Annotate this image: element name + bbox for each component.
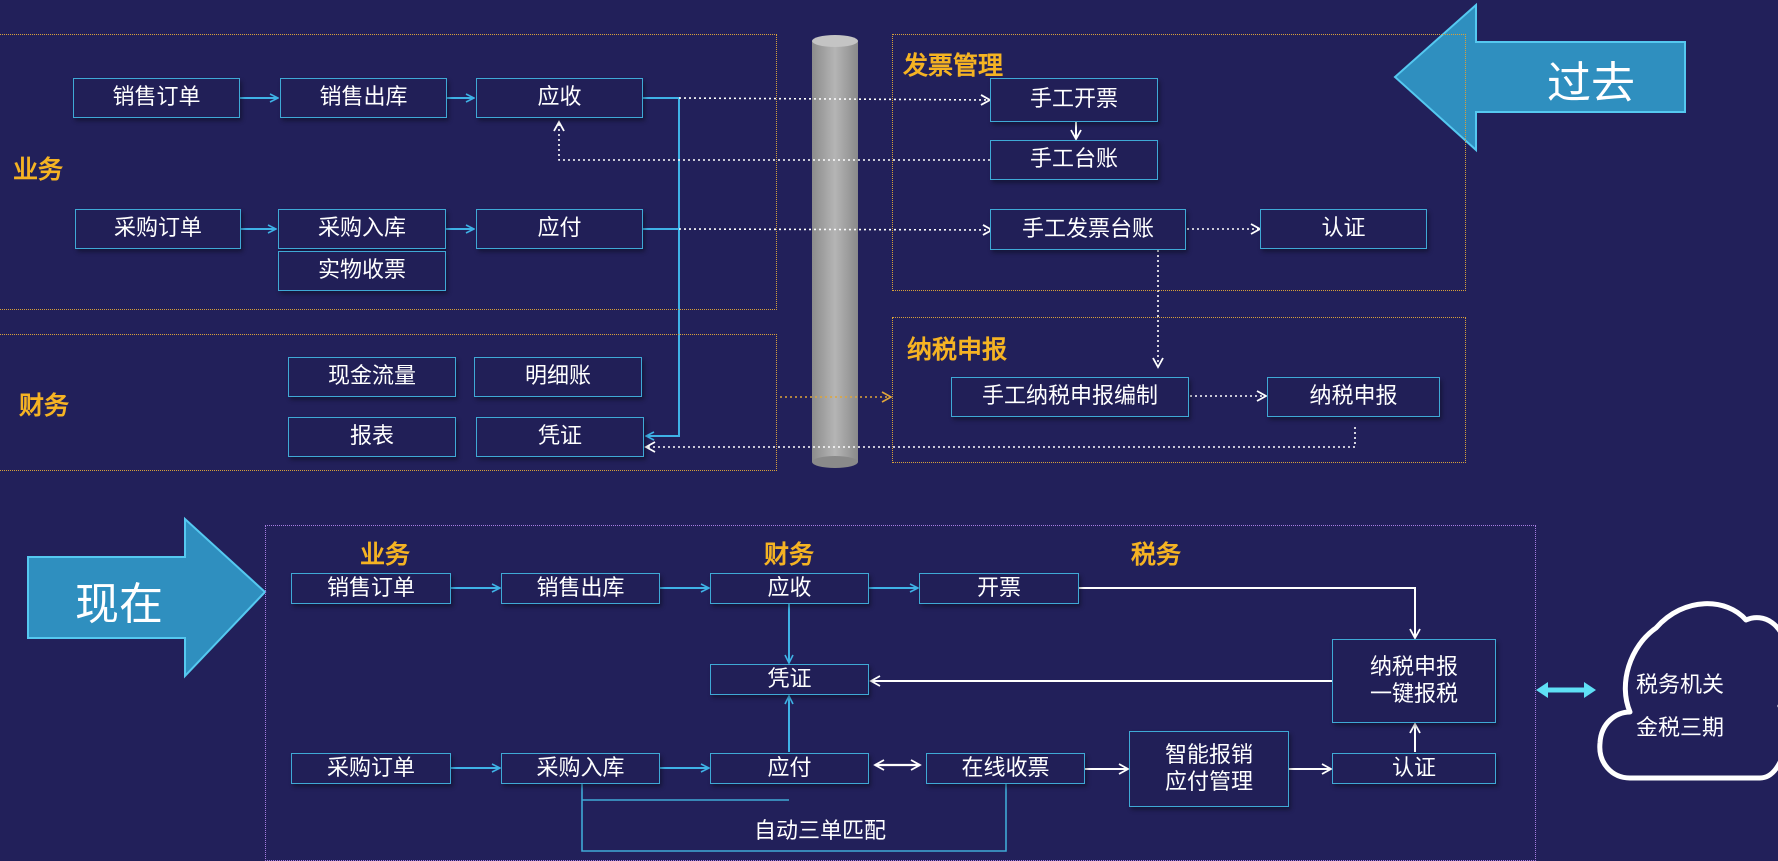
past-business-label: 业务 bbox=[13, 155, 64, 184]
now-smart-reimbursement-box: 智能报销 应付管理 bbox=[1129, 731, 1289, 807]
now-business-header: 业务 bbox=[360, 540, 411, 569]
now-smart-reimb-line2: 应付管理 bbox=[1164, 770, 1253, 795]
past-cash-flow-box: 现金流量 bbox=[288, 357, 456, 397]
now-online-invoice-box: 在线收票 bbox=[926, 753, 1085, 784]
past-manual-invoicing-box: 手工开票 bbox=[990, 78, 1158, 122]
past-invoice-region bbox=[892, 34, 1466, 291]
past-report-box: 报表 bbox=[288, 417, 456, 457]
now-receivable-box: 应收 bbox=[710, 573, 869, 604]
now-smart-reimb-line1: 智能报销 bbox=[1164, 742, 1253, 768]
now-tax-filing-box: 纳税申报 一键报税 bbox=[1332, 639, 1496, 723]
past-physical-invoice-box: 实物收票 bbox=[278, 251, 446, 291]
past-finance-region bbox=[0, 334, 777, 471]
tax-authority-cloud-shape bbox=[1597, 601, 1778, 781]
now-certification-box: 认证 bbox=[1332, 753, 1496, 784]
past-manual-invoice-ledger-box: 手工发票台账 bbox=[990, 209, 1186, 250]
now-finance-header: 财务 bbox=[764, 540, 815, 569]
now-auto-match-label: 自动三单匹配 bbox=[753, 819, 886, 844]
now-sales-outbound-box: 销售出库 bbox=[501, 573, 660, 604]
past-tax-region bbox=[892, 317, 1466, 463]
now-invoicing-box: 开票 bbox=[919, 573, 1079, 604]
past-manual-tax-prep-box: 手工纳税申报编制 bbox=[951, 377, 1189, 417]
now-payable-box: 应付 bbox=[710, 753, 869, 784]
past-purchase-inbound-box: 采购入库 bbox=[278, 209, 446, 249]
now-voucher-box: 凭证 bbox=[710, 664, 869, 695]
cloud-line1: 税务机关 bbox=[1636, 673, 1725, 698]
past-arrow-label: 过去 bbox=[1547, 58, 1635, 109]
now-tax-filing-line1: 纳税申报 bbox=[1369, 654, 1458, 680]
now-arrow-label: 现在 bbox=[75, 579, 163, 630]
past-tax-label: 纳税申报 bbox=[907, 335, 1008, 364]
separator-pillar bbox=[812, 35, 858, 468]
now-sales-order-box: 销售订单 bbox=[291, 573, 451, 604]
past-tax-declaration-box: 纳税申报 bbox=[1267, 377, 1440, 417]
past-finance-label: 财务 bbox=[19, 391, 70, 420]
now-tax-filing-line2: 一键报税 bbox=[1369, 682, 1458, 707]
past-payable-box: 应付 bbox=[476, 209, 643, 249]
past-detail-ledger-box: 明细账 bbox=[474, 357, 642, 397]
past-receivable-box: 应收 bbox=[476, 78, 643, 118]
past-sales-outbound-box: 销售出库 bbox=[280, 78, 447, 118]
past-certification-box: 认证 bbox=[1260, 209, 1427, 249]
now-arrow-shape bbox=[27, 516, 267, 679]
now-purchase-order-box: 采购订单 bbox=[291, 753, 451, 784]
cloud-link-arrow bbox=[1536, 682, 1596, 698]
now-purchase-inbound-box: 采购入库 bbox=[501, 753, 660, 784]
past-business-region bbox=[0, 34, 777, 310]
past-purchase-order-box: 采购订单 bbox=[75, 209, 241, 249]
past-arrow-shape bbox=[1393, 2, 1686, 153]
past-sales-order-box: 销售订单 bbox=[73, 78, 240, 118]
now-tax-header: 税务 bbox=[1131, 540, 1182, 569]
past-invoice-label: 发票管理 bbox=[903, 51, 1004, 80]
past-manual-ledger-box: 手工台账 bbox=[990, 140, 1158, 180]
cloud-line2: 金税三期 bbox=[1636, 716, 1725, 741]
past-voucher-box: 凭证 bbox=[476, 417, 644, 457]
